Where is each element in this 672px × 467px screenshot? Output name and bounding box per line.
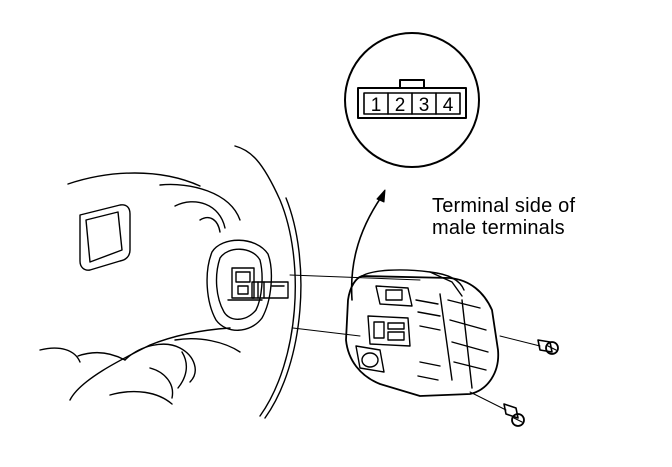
callout-arrow	[352, 190, 385, 300]
pin-label-4: 4	[443, 95, 454, 116]
pin-labels: 1 2 3 4	[371, 95, 454, 116]
leader-lines	[290, 275, 420, 336]
caption-line-2: male terminals	[432, 217, 565, 239]
pin-label-2: 2	[395, 95, 406, 116]
dashboard-panel	[40, 146, 301, 418]
pin-label-3: 3	[419, 95, 430, 116]
pin-label-1: 1	[371, 95, 382, 116]
connector-detail-circle	[345, 33, 479, 167]
screw-icon	[500, 336, 558, 354]
screw-icon	[470, 392, 524, 426]
switch-unit	[346, 270, 498, 396]
caption-line-1: Terminal side of	[432, 195, 576, 217]
terminal-side-caption: Terminal side of male terminals	[432, 195, 575, 239]
